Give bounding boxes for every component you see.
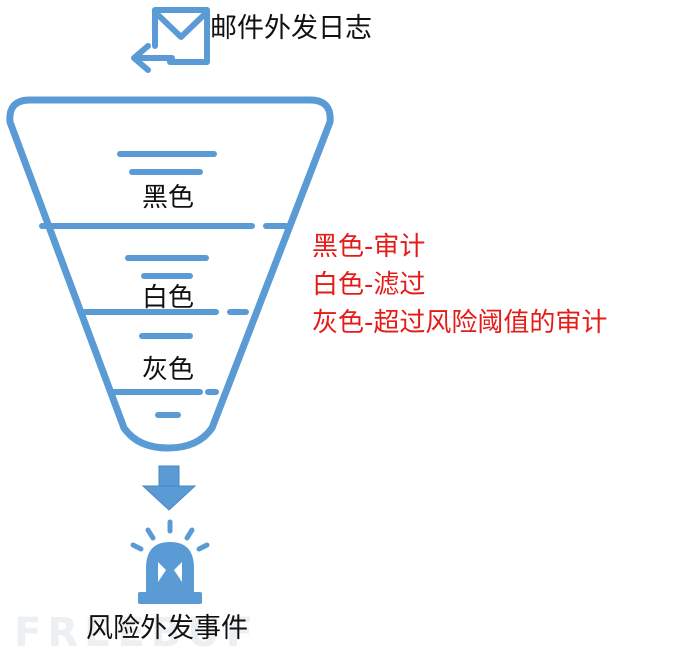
tier-label-black: 黑色 (141, 183, 194, 213)
down-arrow-icon (141, 465, 197, 511)
watermark-logo: FREEBUF (14, 610, 260, 656)
legend-item-black: 黑色-审计 (312, 232, 426, 262)
tier-label-white: 白色 (141, 283, 194, 313)
legend-item-white: 白色-滤过 (312, 270, 426, 300)
diagram-title: 邮件外发日志 (210, 13, 372, 44)
mail-arrow-icon (131, 7, 210, 73)
funnel-shape (6, 96, 334, 452)
tier-label-gray: 灰色 (141, 355, 194, 385)
legend-item-gray: 灰色-超过风险阈值的审计 (312, 308, 608, 338)
alarm-light-icon (130, 519, 210, 604)
output-label: 风险外发事件 (86, 613, 248, 644)
legend: 黑色-审计 白色-滤过 灰色-超过风险阈值的审计 (312, 228, 607, 342)
